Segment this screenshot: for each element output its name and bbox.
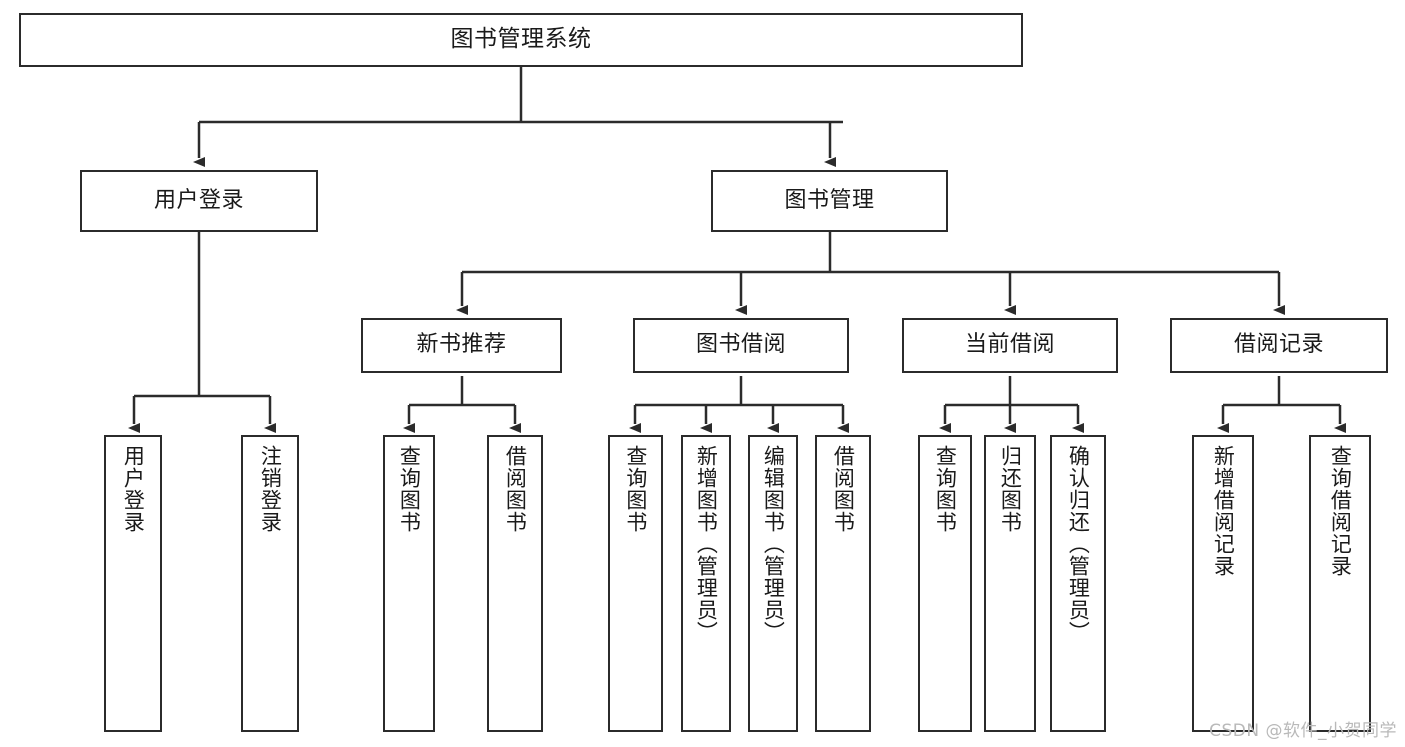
- node-label: 借阅图书: [503, 445, 528, 533]
- node-leaf-borrow-book-2[interactable]: 借阅图书: [815, 435, 871, 732]
- node-leaf-confirm-return[interactable]: 确认归还（管理员）: [1050, 435, 1106, 732]
- csdn-watermark: CSDN @软件_小贺同学: [1209, 721, 1397, 741]
- node-label: 当前借阅: [964, 332, 1055, 358]
- node-leaf-add-book[interactable]: 新增图书（管理员）: [681, 435, 731, 732]
- node-label: 图书管理: [784, 187, 875, 213]
- node-label: 用户登录: [153, 187, 244, 213]
- node-label: 图书借阅: [695, 332, 786, 358]
- node-new-book-recommend[interactable]: 新书推荐: [361, 318, 562, 373]
- node-label: 编辑图书（管理员）: [761, 445, 786, 643]
- node-leaf-query-book-1[interactable]: 查询图书: [383, 435, 435, 732]
- node-leaf-borrow-book-1[interactable]: 借阅图书: [487, 435, 543, 732]
- node-label: 图书管理系统: [450, 26, 592, 53]
- node-book-borrow[interactable]: 图书借阅: [633, 318, 849, 373]
- node-current-borrow[interactable]: 当前借阅: [902, 318, 1118, 373]
- node-label: 借阅图书: [831, 445, 856, 533]
- node-leaf-query-record[interactable]: 查询借阅记录: [1309, 435, 1371, 732]
- node-user-login[interactable]: 用户登录: [80, 170, 318, 232]
- node-book-manage[interactable]: 图书管理: [711, 170, 948, 232]
- node-label: 确认归还（管理员）: [1066, 445, 1091, 643]
- node-label: 查询借阅记录: [1328, 445, 1353, 577]
- node-label: 新增借阅记录: [1211, 445, 1236, 577]
- node-label: 查询图书: [623, 445, 648, 533]
- node-root-book-management-system[interactable]: 图书管理系统: [19, 13, 1023, 67]
- node-label: 注销登录: [258, 445, 283, 533]
- node-leaf-query-book-3[interactable]: 查询图书: [918, 435, 972, 732]
- node-label: 新书推荐: [416, 332, 507, 358]
- node-label: 借阅记录: [1233, 332, 1324, 358]
- node-leaf-add-record[interactable]: 新增借阅记录: [1192, 435, 1254, 732]
- node-leaf-user-login[interactable]: 用户登录: [104, 435, 162, 732]
- node-label: 用户登录: [121, 445, 146, 533]
- node-borrow-record[interactable]: 借阅记录: [1170, 318, 1388, 373]
- node-label: 查询图书: [933, 445, 958, 533]
- node-label: 归还图书: [998, 445, 1023, 533]
- node-label: 新增图书（管理员）: [694, 445, 719, 643]
- node-label: 查询图书: [397, 445, 422, 533]
- node-leaf-return-book[interactable]: 归还图书: [984, 435, 1036, 732]
- node-leaf-query-book-2[interactable]: 查询图书: [608, 435, 663, 732]
- node-leaf-edit-book[interactable]: 编辑图书（管理员）: [748, 435, 798, 732]
- node-leaf-user-logout[interactable]: 注销登录: [241, 435, 299, 732]
